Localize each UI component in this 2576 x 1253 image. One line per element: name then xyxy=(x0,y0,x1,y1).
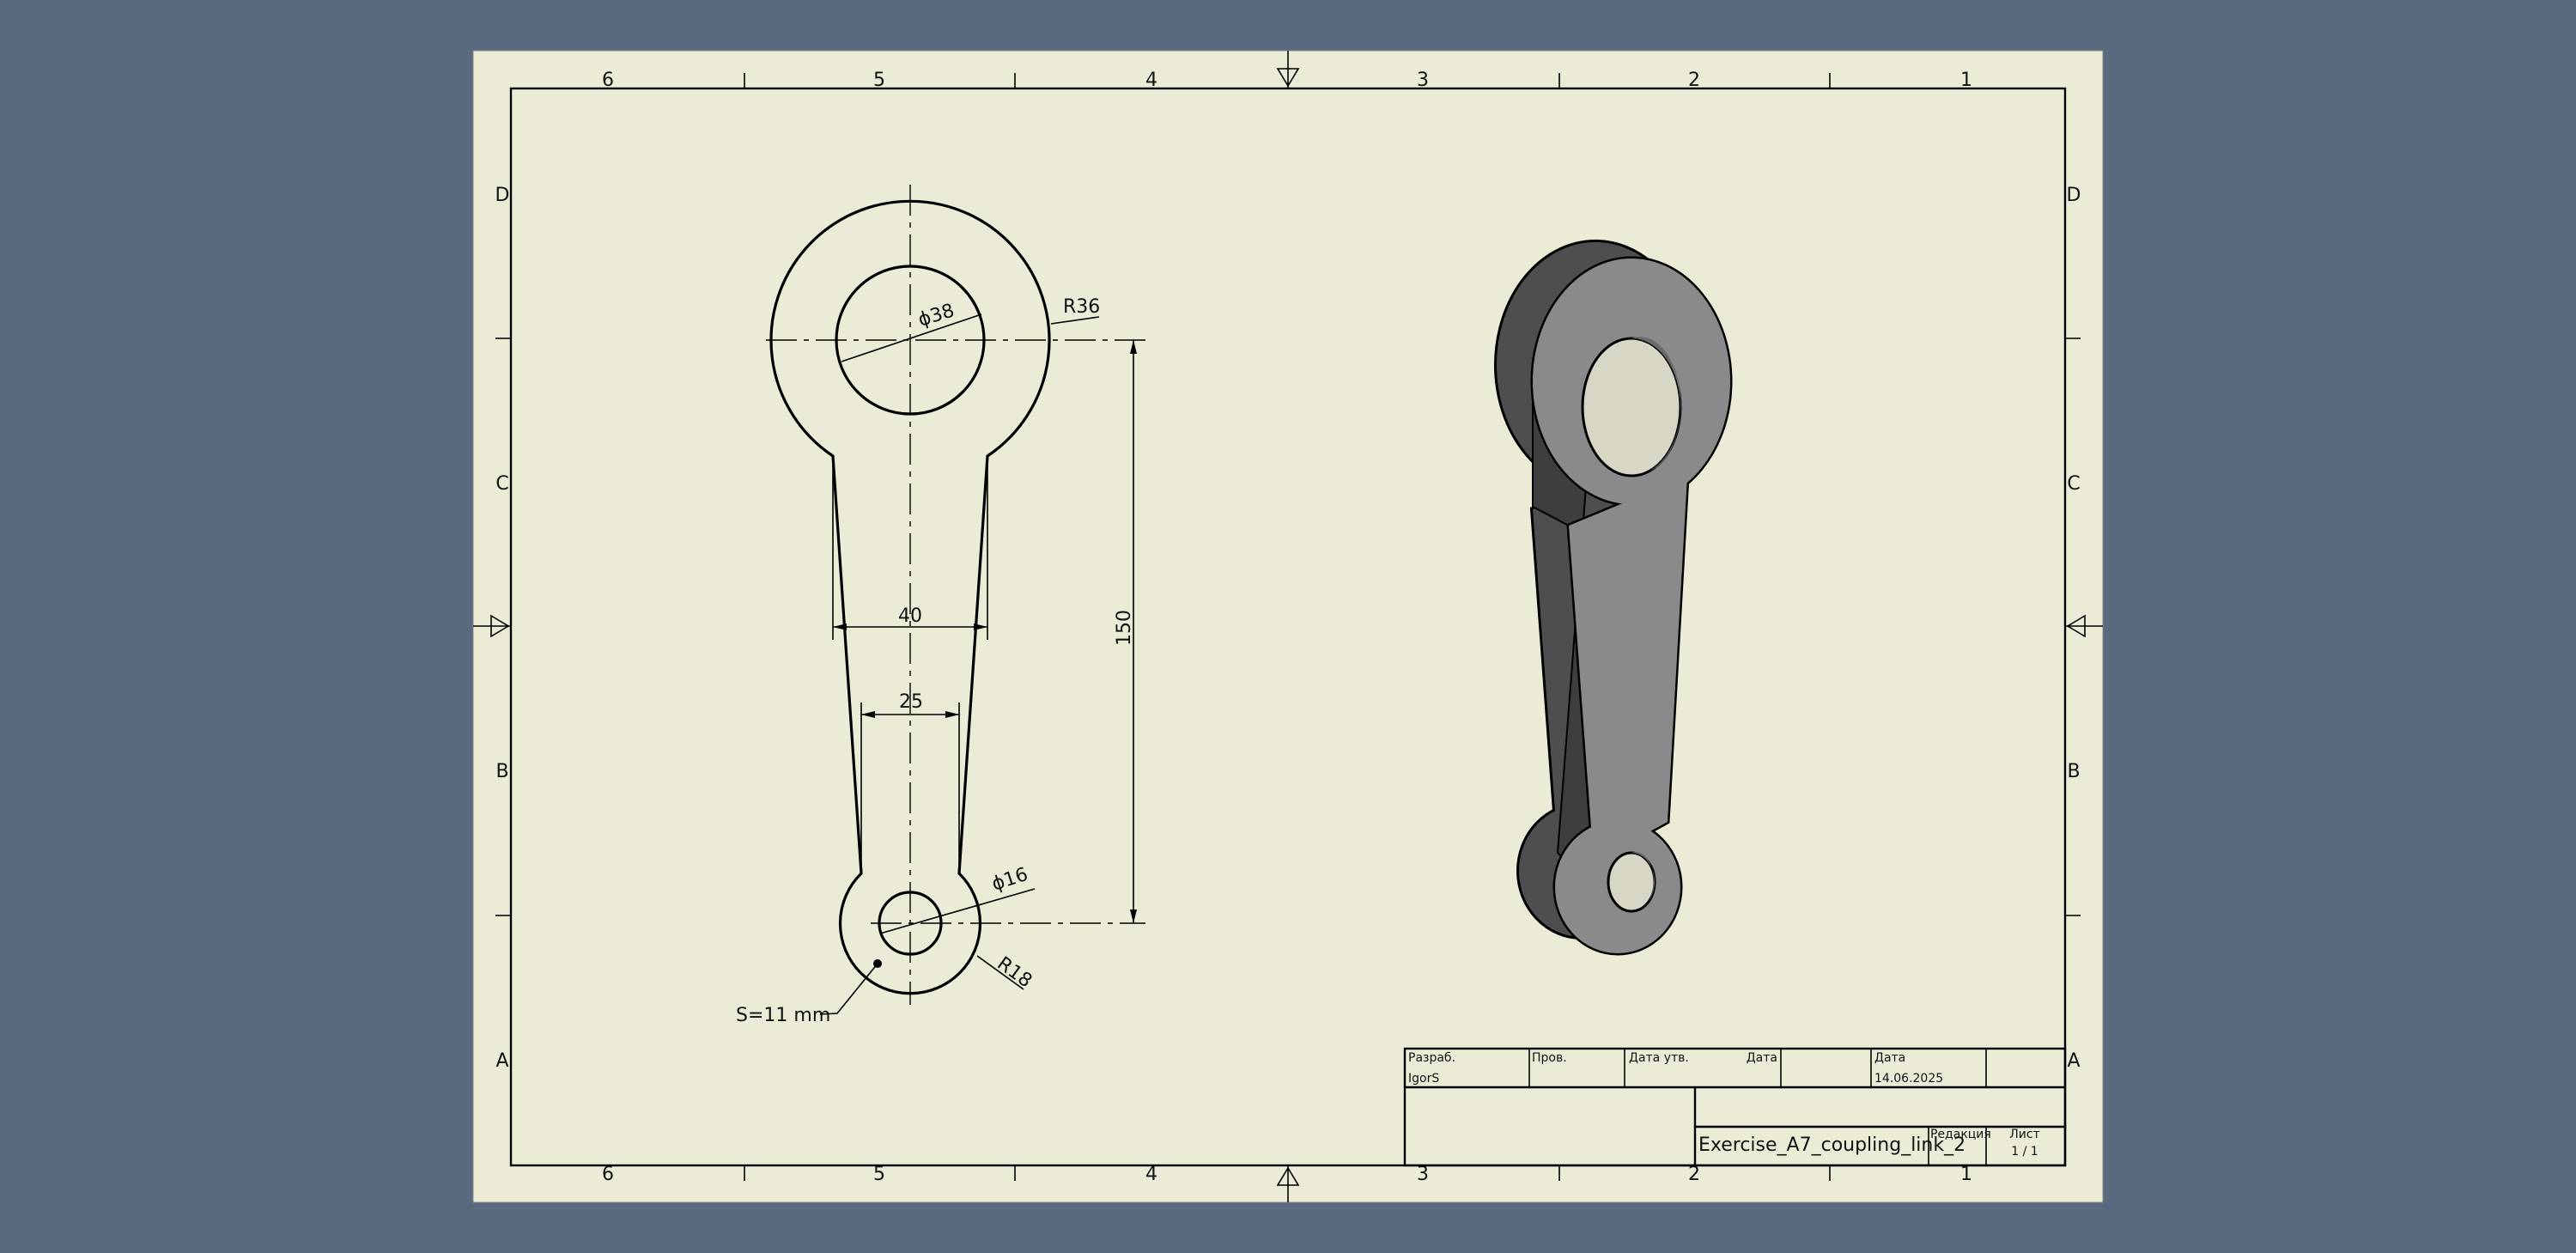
3: A xyxy=(495,1050,508,1072)
2: B xyxy=(2067,761,2080,782)
iso-large-hole xyxy=(1581,337,1682,477)
5: 1 xyxy=(1960,1164,1972,1185)
date-label-1: Дата xyxy=(1747,1051,1777,1065)
drawing-sheet xyxy=(472,50,2104,1203)
zone-ticks xyxy=(473,51,2103,1202)
dim-width-top: 40 xyxy=(898,605,922,627)
drawing-title: Exercise_A7_coupling_link_2 xyxy=(1698,1134,1965,1156)
drawing-date: 14.06.2025 xyxy=(1874,1072,1943,1086)
1: 5 xyxy=(873,70,885,91)
3: 3 xyxy=(1417,1164,1429,1185)
0: 6 xyxy=(602,70,614,91)
checked-label: Пров. xyxy=(1532,1051,1567,1065)
4: 2 xyxy=(1688,1164,1700,1185)
3: 3 xyxy=(1417,70,1429,91)
1: C xyxy=(2067,473,2080,495)
4: 2 xyxy=(1688,70,1700,91)
0: D xyxy=(495,185,510,206)
2: B xyxy=(495,761,508,782)
approved-date-label: Дата утв. xyxy=(1629,1051,1689,1065)
0: 6 xyxy=(602,1164,614,1185)
0: D xyxy=(2067,185,2081,206)
part-outline xyxy=(769,199,1051,995)
date-label-2: Дата xyxy=(1874,1051,1905,1065)
3: A xyxy=(2067,1050,2080,1072)
2: 4 xyxy=(1145,70,1157,91)
dim-width-bottom: 25 xyxy=(899,691,923,713)
5: 1 xyxy=(1960,70,1972,91)
zone-labels: 6 5 4 3 2 1 6 5 4 3 2 1 D C B A D C B A xyxy=(495,70,2081,1185)
dim-center-distance: 150 xyxy=(1114,610,1135,646)
1: C xyxy=(495,473,508,495)
front-view: ϕ38 R36 40 25 150 ϕ16 R18 S=11 mm xyxy=(736,185,1145,1026)
sheet-number: 1 / 1 xyxy=(2011,1145,2038,1159)
sheet-label: Лист xyxy=(2009,1128,2039,1141)
title-block: Разраб. IgorS Пров. Дата утв. Дата Дата … xyxy=(1403,1047,2067,1167)
1: 5 xyxy=(873,1164,885,1185)
developer-name: IgorS xyxy=(1408,1072,1439,1086)
iso-small-hole xyxy=(1607,851,1656,913)
center-lines xyxy=(766,185,1145,1005)
developer-label: Разраб. xyxy=(1408,1051,1455,1065)
dim-outer-radius: R36 xyxy=(1063,296,1100,318)
2: 4 xyxy=(1145,1164,1157,1185)
isometric-view xyxy=(1494,240,1733,956)
thickness-note: S=11 mm xyxy=(736,1005,830,1026)
revision-label: Редакция xyxy=(1930,1128,1991,1141)
